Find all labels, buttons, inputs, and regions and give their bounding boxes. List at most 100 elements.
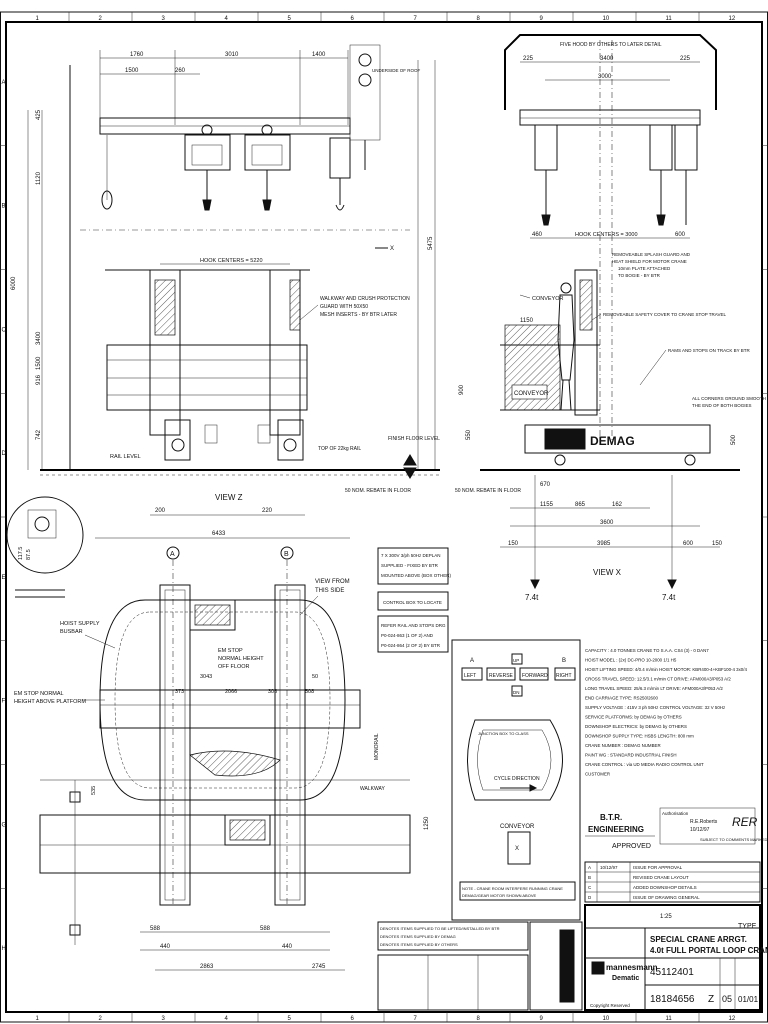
pendant-diagram: LEFT REVERSE FORWARD RIGHT UP DN A B JUN… <box>451 639 581 921</box>
dim-1150: 1150 <box>520 318 534 324</box>
note-box-3-l2: P0-024-863 (1 OF 2) AND <box>381 633 434 638</box>
approval-subject: SUBJECT TO COMMENTS MARKED <box>700 837 767 842</box>
load-right: 7.4t <box>662 593 676 602</box>
spec-line: HOIST MODEL : (2x) DC-PRO 10-2000 1/1 H5 <box>585 658 677 663</box>
hook-centers-label: HOOK CENTERS = 5220 <box>200 258 263 264</box>
dim-550: 550 <box>466 429 472 440</box>
demag-brand: DEMAG <box>590 434 635 448</box>
company-division: Dematic <box>612 975 639 982</box>
spec-line: SUPPLY VOLTAGE : 415V 3 ph 50Hz CONTROL … <box>585 705 725 710</box>
note-box-1-l1: 7 X 300V 3/ph 50Hz DEPLAN <box>381 553 441 558</box>
walkway-note-1: WALKWAY AND CRUSH PROTECTION <box>320 296 410 302</box>
dim-1400: 1400 <box>312 52 326 58</box>
note-boxes: 7 X 300V 3/ph 50Hz DEPLAN SUPPLIED - FIX… <box>377 547 452 653</box>
column-marker-top: 6 <box>351 16 355 22</box>
dim-2863: 2863 <box>200 964 214 970</box>
view-z-elevation: 1760 3010 1400 1500 260 UNDERSIDE OF ROO… <box>11 44 440 516</box>
column-marker-top: 4 <box>225 16 229 22</box>
note-box-3-l3: P0-024-864 (2 OF 2) BY BTR <box>381 643 441 648</box>
rebate-note-right: 50 NOM. REBATE IN FLOOR <box>455 488 521 494</box>
dim-1760: 1760 <box>130 52 144 58</box>
drawing-number: 45112401 <box>650 967 694 978</box>
type-label: TYPE <box>738 923 757 930</box>
dim-535: 535 <box>91 786 97 795</box>
conveyor-box-label: CONVEYOR <box>514 391 549 397</box>
dim-150-right: 150 <box>712 541 723 547</box>
revision-date-cell: 10/12/97 <box>600 865 618 870</box>
finish-floor-label: FINISH FLOOR LEVEL <box>388 436 440 442</box>
hoist-trolley-left <box>184 124 231 211</box>
title-block: 1:25 TYPE SPECIAL CRANE ARRGT. 4.0t FULL… <box>584 904 768 1011</box>
pendant-label-b: B <box>562 658 566 664</box>
height-5475: 5475 <box>428 236 434 250</box>
btn-left: LEFT <box>464 673 476 679</box>
title-line-2: 4.0t FULL PORTAL LOOP CRANE <box>650 946 768 955</box>
column-marker-top: 12 <box>729 16 736 22</box>
pendant-label-a: A <box>470 658 474 664</box>
rail-level-label: RAIL LEVEL <box>110 454 141 460</box>
note-box-1-l3: MOUNTED ABOVE (BOX OTHER) <box>381 573 452 578</box>
pendant-label-z: X <box>515 846 519 852</box>
emstop-platform-2: HEIGHT ABOVE PLATFORM <box>14 699 86 705</box>
column-marker-bottom: 9 <box>540 1016 544 1022</box>
height-6000: 6000 <box>11 276 17 290</box>
btn-up: UP <box>513 658 519 663</box>
hoist-trolley-right <box>244 124 291 211</box>
note-corners-1: ALL CORNERS GROUND SMOOTH <box>692 396 766 401</box>
spec-line: CAPACITY : 4.0 TONNES CRANE TO S.A.A. CS… <box>585 648 709 653</box>
note-box-1-l2: SUPPLIED - FIXED BY BTR <box>381 563 439 568</box>
revision-desc-cell: ISSUE OF DRAWING GENERAL <box>633 895 700 900</box>
dim-1500: 1500 <box>125 68 139 74</box>
note-safety-cover: REMOVEABLE SAFETY COVER TO CRANE STOP TR… <box>603 312 726 317</box>
monorail-label: MONORAIL <box>374 733 380 760</box>
dim-308: 308 <box>268 689 277 695</box>
company-name: mannesmann <box>606 963 658 972</box>
note-box-3-l1: REFER RAIL AND STOPS DRG <box>381 623 446 628</box>
row-marker: E <box>2 575 6 581</box>
spec-line: CUSTOMER <box>585 772 610 777</box>
dim-3000: 3000 <box>598 74 612 80</box>
dim-588-left: 588 <box>150 926 161 932</box>
spec-line: DOWNSHOP ELECTRICS: by DEMAG by OTHERS <box>585 724 687 729</box>
view-z-label: VIEW Z <box>215 493 243 502</box>
dim-220: 220 <box>262 508 273 514</box>
dim-373: 373 <box>175 689 184 695</box>
dim-225-left: 225 <box>523 56 534 62</box>
legend: DENOTES ITEMS SUPPLIED TO BE LIFTED/INST… <box>377 921 583 1011</box>
spec-line: DOWNSHOP SUPPLY TYPE: HSBS LENGTH: 800 m… <box>585 734 694 739</box>
approval-dept: ENGINEERING <box>588 825 644 834</box>
approval-date: 10/12/97 <box>690 827 710 833</box>
column-marker-bottom: 3 <box>162 1016 166 1022</box>
dim-1250: 1250 <box>424 816 430 830</box>
conveyor-label: CONVEYOR <box>532 296 564 302</box>
row-marker: C <box>2 327 7 333</box>
dim-3985: 3985 <box>597 541 611 547</box>
revision-letter: Z <box>708 994 714 1005</box>
end-hook-left <box>101 135 113 210</box>
dim-3043: 3043 <box>200 674 212 680</box>
emstop-floor-3: OFF FLOOR <box>218 664 250 670</box>
dim-200: 200 <box>155 508 166 514</box>
dim-500: 500 <box>731 434 737 445</box>
height-425: 425 <box>36 109 42 120</box>
dim-3400: 3400 <box>600 56 614 62</box>
x-arrow-label: X <box>390 246 394 252</box>
drawing-border <box>0 11 768 1023</box>
dim-440-right: 440 <box>282 944 293 950</box>
legend-note-3: DENOTES ITEMS SUPPLIED BY OTHERS <box>380 942 458 947</box>
top-rail-label: TOP OF 22kg RAIL <box>318 446 361 452</box>
approval-auth-label: Authorisation <box>662 811 689 816</box>
spec-line: HOIST LIFTING SPEED: 4/0.4 m/min HOIST M… <box>585 667 747 672</box>
dim-260: 260 <box>175 68 186 74</box>
dim-460: 460 <box>532 232 543 238</box>
dim-600-bottom: 600 <box>683 541 694 547</box>
grid-b: B <box>284 551 289 558</box>
dim-150-left: 150 <box>508 541 519 547</box>
hoist-right-end <box>649 124 698 226</box>
view-from-1: VIEW FROM <box>315 579 350 585</box>
row-marker: G <box>2 822 7 828</box>
column-marker-bottom: 2 <box>99 1016 103 1022</box>
note-rams-stops: RAMS AND STOPS ON TRACK BY BTR <box>668 348 751 353</box>
